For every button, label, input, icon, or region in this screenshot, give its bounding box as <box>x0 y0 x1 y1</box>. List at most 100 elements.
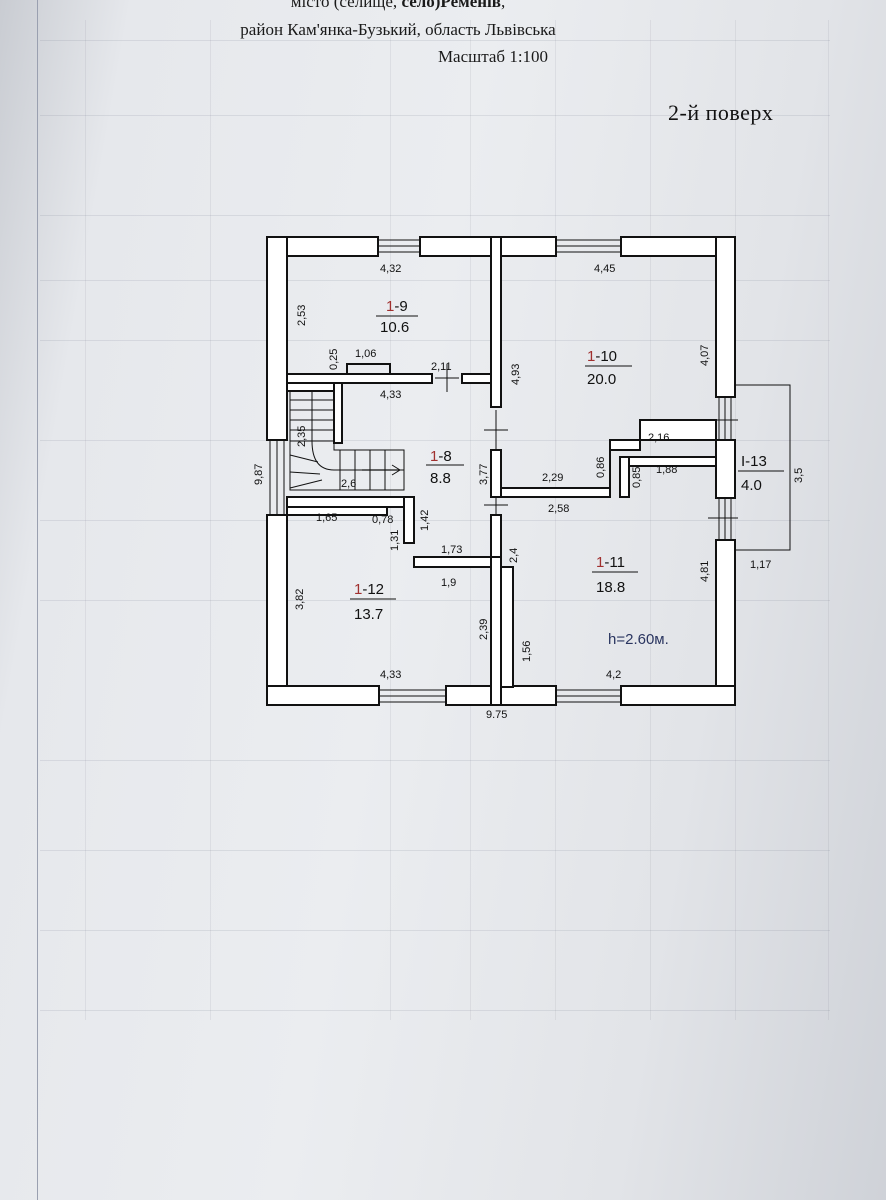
dim-label: 9,87 <box>253 464 265 485</box>
dim-label: 1,31 <box>389 530 401 551</box>
dim-label: 2,11 <box>431 361 452 373</box>
ghost-table-line <box>40 40 830 41</box>
dim-label: 2,16 <box>648 432 669 444</box>
walls <box>266 236 736 706</box>
ghost-table-line <box>210 20 211 1020</box>
wall <box>715 236 736 398</box>
wall <box>715 439 736 499</box>
ghost-table-line <box>40 215 830 216</box>
wall <box>715 539 736 706</box>
ghost-table-line <box>40 520 830 521</box>
balcony-outline <box>735 384 791 551</box>
dim-label: 1,42 <box>419 510 431 531</box>
svg-text:10.6: 10.6 <box>380 319 409 336</box>
dim-label: 4,2 <box>606 669 621 681</box>
svg-text:18.8: 18.8 <box>596 579 625 596</box>
ghost-table-line <box>735 20 736 1020</box>
wall <box>619 456 630 498</box>
room-1-12: 1-12 13.7 <box>350 581 396 623</box>
wall <box>461 373 492 384</box>
room-1-11: 1-11 18.8 <box>592 554 638 596</box>
svg-text:8.8: 8.8 <box>430 470 451 487</box>
dim-label: 4,33 <box>380 389 401 401</box>
dim-label: 9.75 <box>486 709 507 721</box>
dim-label: 4,07 <box>699 345 711 366</box>
svg-text:4.0: 4.0 <box>741 477 762 494</box>
staircase <box>289 390 405 491</box>
dimension-labels: 4,32 4,45 2,53 0,25 1,06 2,11 4,93 4,07 … <box>253 263 805 721</box>
wall <box>333 382 343 444</box>
wall <box>266 514 288 706</box>
dim-label: 0,25 <box>328 349 340 370</box>
dim-label: 4,81 <box>699 561 711 582</box>
room-I-13: І-13 4.0 <box>738 453 784 494</box>
wall <box>490 556 502 706</box>
svg-text:1-12: 1-12 <box>354 581 384 598</box>
room-labels: 1-9 10.6 1-10 20.0 1-8 8.8 1-11 18.8 1-1… <box>350 298 784 648</box>
room-1-9: 1-9 10.6 <box>376 298 418 336</box>
ceiling-height: h=2.60м. <box>608 631 669 648</box>
dim-label: 1,17 <box>750 559 771 571</box>
wall <box>639 419 717 441</box>
ghost-table-line <box>40 340 830 341</box>
ghost-table-line <box>40 115 830 116</box>
wall <box>500 566 514 688</box>
dim-label: 3,82 <box>294 589 306 610</box>
doors <box>435 364 738 519</box>
dim-label: 1,06 <box>355 348 376 360</box>
wall <box>419 236 557 257</box>
wall <box>490 236 502 408</box>
wall <box>286 373 433 384</box>
ghost-table-line <box>470 20 471 1020</box>
svg-text:1-11: 1-11 <box>596 554 625 571</box>
dim-label: 1,88 <box>656 464 677 476</box>
svg-text:13.7: 13.7 <box>354 606 383 623</box>
dim-label: 1,56 <box>521 641 533 662</box>
wall <box>266 685 380 706</box>
wall <box>609 439 641 451</box>
dim-label: 1,73 <box>441 544 462 556</box>
ghost-table-line <box>40 1010 830 1011</box>
svg-text:1-10: 1-10 <box>587 348 617 365</box>
dim-label: 2,58 <box>548 503 569 515</box>
dim-label: 1,9 <box>441 577 456 589</box>
wall <box>266 236 288 441</box>
windows <box>269 239 732 703</box>
room-1-10: 1-10 20.0 <box>585 348 632 388</box>
dim-label: 2,4 <box>508 548 520 563</box>
svg-text:20.0: 20.0 <box>587 371 616 388</box>
ghost-table-line <box>40 930 830 931</box>
floor-title: 2-й поверх <box>668 100 774 125</box>
ghost-table-line <box>650 20 651 1020</box>
dim-label: 4,32 <box>380 263 401 275</box>
dim-label: 0,78 <box>372 514 393 526</box>
dim-label: 1,65 <box>316 512 337 524</box>
ghost-table-line <box>40 440 830 441</box>
dim-label: 2,35 <box>296 426 308 447</box>
wall <box>287 363 430 375</box>
dim-label: 2,29 <box>542 472 563 484</box>
wall <box>620 685 736 706</box>
ghost-table-line <box>40 600 830 601</box>
ghost-table-line <box>40 760 830 761</box>
ghost-table-line <box>40 850 830 851</box>
wall <box>286 506 388 516</box>
dim-label: 3,77 <box>478 464 490 485</box>
dim-label: 4,45 <box>594 263 615 275</box>
wall <box>403 496 415 544</box>
wall <box>500 487 611 498</box>
wall <box>413 556 502 568</box>
ghost-table-line <box>390 20 391 1020</box>
wall <box>490 514 502 560</box>
ghost-table-line <box>40 280 830 281</box>
margin-line <box>37 0 38 1200</box>
ghost-table-line <box>555 20 556 1020</box>
dim-label: 2,53 <box>296 305 308 326</box>
svg-text:І-13: І-13 <box>741 453 767 470</box>
svg-text:1-9: 1-9 <box>386 298 408 315</box>
dim-label: 0,85 <box>631 467 643 488</box>
dim-label: 2,6 <box>341 478 356 490</box>
ghost-table-line <box>828 20 829 1020</box>
